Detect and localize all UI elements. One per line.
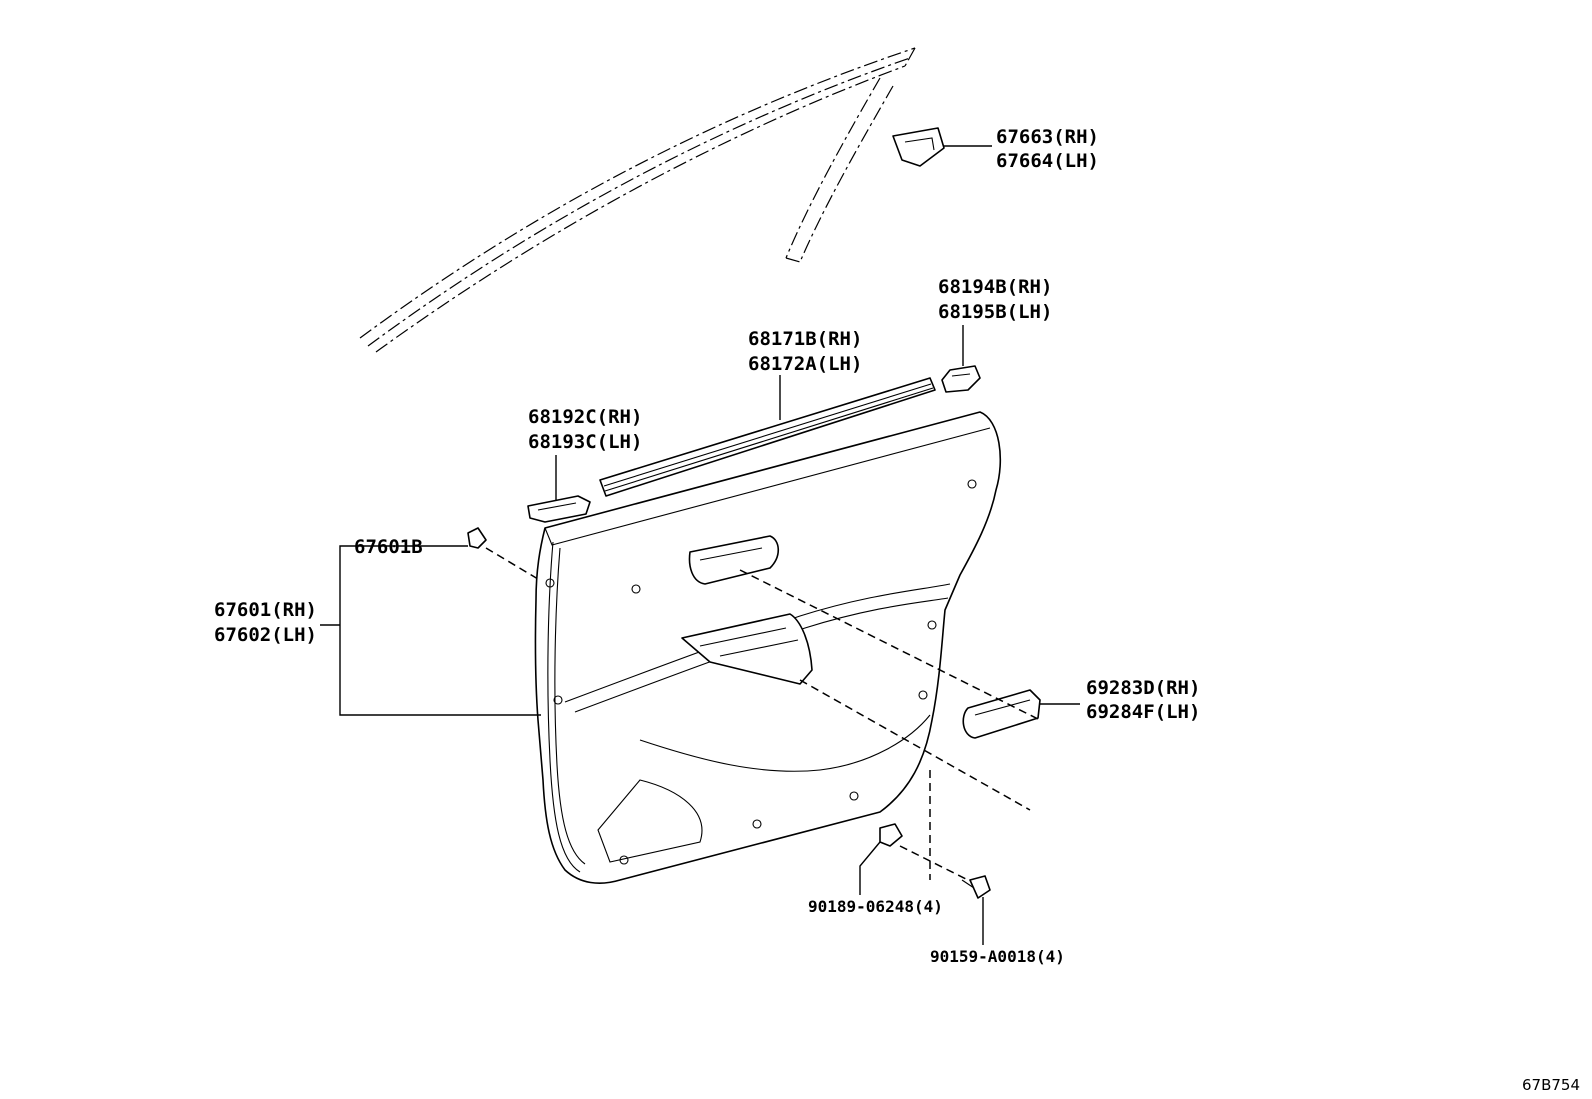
label-69283d: 69283D(RH) [1086, 677, 1200, 699]
callout-weatherstrip-trim: 67663(RH) 67664(LH) [996, 126, 1099, 172]
reference-code: 67B754 [1522, 1076, 1580, 1094]
door-frame-phantom [359, 47, 916, 353]
front-bracket-part [527, 455, 591, 523]
callout-screw: 90159-A0018(4) [930, 947, 1065, 966]
rear-bracket-part [941, 325, 981, 393]
callout-clip: 67601B [354, 536, 423, 558]
callout-front-bracket: 68192C(RH) 68193C(LH) [528, 406, 642, 453]
callout-door-trim-board: 67601(RH) 67602(LH) [214, 599, 317, 646]
belt-moulding-part [599, 375, 936, 497]
label-68171b: 68171B(RH) [748, 328, 862, 350]
callout-nut: 90189-06248(4) [808, 897, 943, 916]
label-68193c: 68193C(LH) [528, 431, 642, 453]
clip-part [428, 527, 549, 586]
door-trim-board-part [320, 411, 1002, 884]
callout-rear-bracket: 68194B(RH) 68195B(LH) [938, 276, 1052, 323]
label-90159: 90159-A0018(4) [930, 947, 1065, 966]
label-90189: 90189-06248(4) [808, 897, 943, 916]
label-67601b: 67601B [354, 536, 423, 558]
label-68194b: 68194B(RH) [938, 276, 1052, 298]
callout-belt-moulding: 68171B(RH) 68172A(LH) [748, 328, 862, 375]
label-69284f: 69284F(LH) [1086, 701, 1200, 723]
label-67601: 67601(RH) [214, 599, 317, 621]
armrest-cover-part [739, 569, 1080, 811]
screw-part [899, 845, 991, 945]
label-68195b: 68195B(LH) [938, 301, 1052, 323]
weatherstrip-trim-part [892, 127, 992, 167]
label-68172a: 68172A(LH) [748, 353, 862, 375]
label-67664: 67664(LH) [996, 150, 1099, 172]
callout-armrest-cover: 69283D(RH) 69284F(LH) [1086, 677, 1200, 723]
label-68192c: 68192C(RH) [528, 406, 642, 428]
label-67663: 67663(RH) [996, 126, 1099, 148]
label-67602: 67602(LH) [214, 624, 317, 646]
